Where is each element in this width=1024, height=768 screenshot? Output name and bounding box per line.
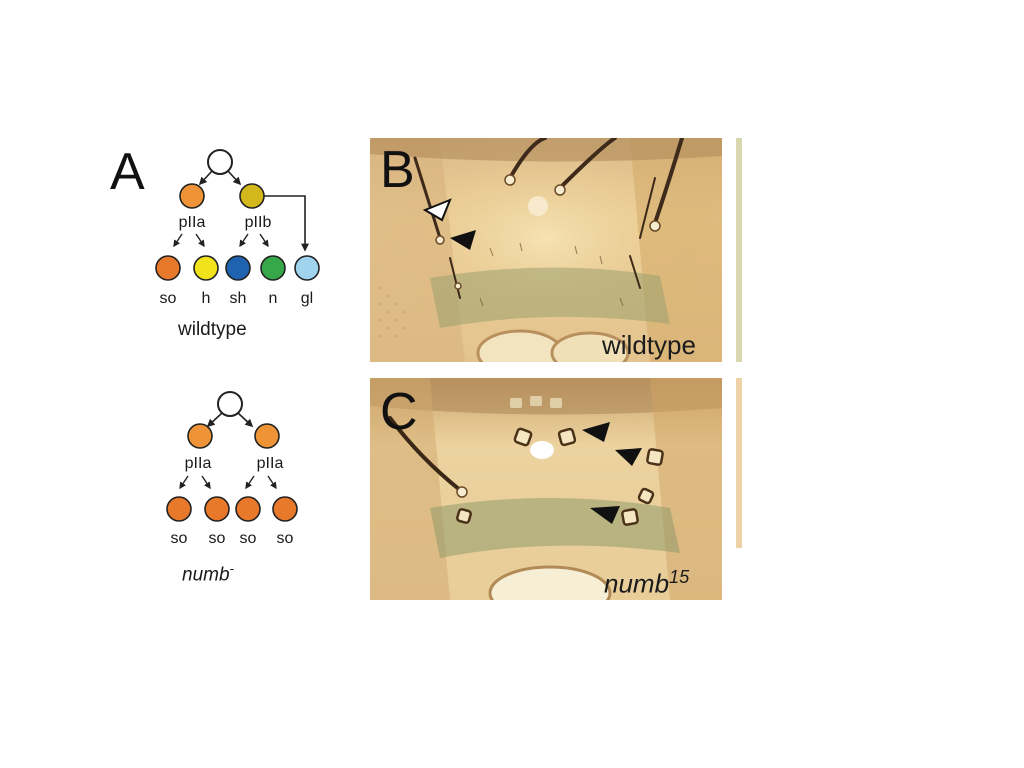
- numb-genotype-label: numb-: [182, 562, 234, 584]
- panel-c-caption: numb15: [604, 568, 689, 597]
- numb-genotype-base: numb: [182, 564, 230, 586]
- numb-so-cell-2: [204, 496, 230, 522]
- wildtype-so-cell: [155, 255, 181, 281]
- wildtype-genotype-label: wildtype: [178, 319, 247, 340]
- wildtype-piib-cell: [239, 183, 265, 209]
- wildtype-label-h: h: [201, 290, 211, 307]
- panel-c-caption-sup: 15: [669, 567, 690, 587]
- numb-so-cell-1: [166, 496, 192, 522]
- panel-a-letter: A: [110, 143, 145, 201]
- panel-c-letter: C: [380, 383, 418, 441]
- arrowhead-1: [582, 422, 610, 442]
- wildtype-label-piia: pIIa: [178, 214, 206, 231]
- wildtype-label-piib: pIIb: [244, 214, 272, 231]
- wildtype-gl-cell: [294, 255, 320, 281]
- wildtype-n-cell: [260, 255, 286, 281]
- open-arrowhead: [422, 198, 452, 222]
- panel-b-edge-strip: [736, 138, 742, 362]
- numb-so-cell-4: [272, 496, 298, 522]
- numb-label-piia-left: pIIa: [184, 455, 212, 472]
- wildtype-h-cell: [193, 255, 219, 281]
- numb-piia-right-cell: [254, 423, 280, 449]
- wildtype-root-cell: [207, 149, 233, 175]
- numb-piia-left-cell: [187, 423, 213, 449]
- numb-label-so-1: so: [170, 530, 188, 547]
- wildtype-label-so: so: [159, 290, 177, 307]
- wildtype-sh-cell: [225, 255, 251, 281]
- arrowhead-3: [590, 506, 620, 524]
- wildtype-piia-cell: [179, 183, 205, 209]
- panel-c-edge-strip: [736, 378, 742, 548]
- wildtype-lineage-diagram: [155, 149, 320, 281]
- wildtype-label-gl: gl: [300, 290, 314, 307]
- panel-b-caption: wildtype: [602, 330, 696, 360]
- filled-arrowhead: [450, 230, 476, 250]
- wildtype-label-sh: sh: [229, 290, 247, 307]
- arrowhead-2: [615, 448, 642, 466]
- panel-b-photo: [370, 138, 722, 362]
- panel-b-letter: B: [380, 141, 415, 199]
- numb-root-cell: [217, 391, 243, 417]
- panel-c-caption-base: numb: [604, 568, 670, 599]
- numb-label-so-2: so: [208, 530, 226, 547]
- numb-lineage-diagram: [166, 391, 298, 522]
- numb-label-so-4: so: [276, 530, 294, 547]
- wildtype-label-n: n: [268, 290, 278, 307]
- numb-label-piia-right: pIIa: [256, 455, 284, 472]
- numb-so-cell-3: [235, 496, 261, 522]
- panel-c-photo: [370, 378, 722, 600]
- numb-genotype-sup: -: [229, 561, 234, 576]
- numb-label-so-3: so: [239, 530, 257, 547]
